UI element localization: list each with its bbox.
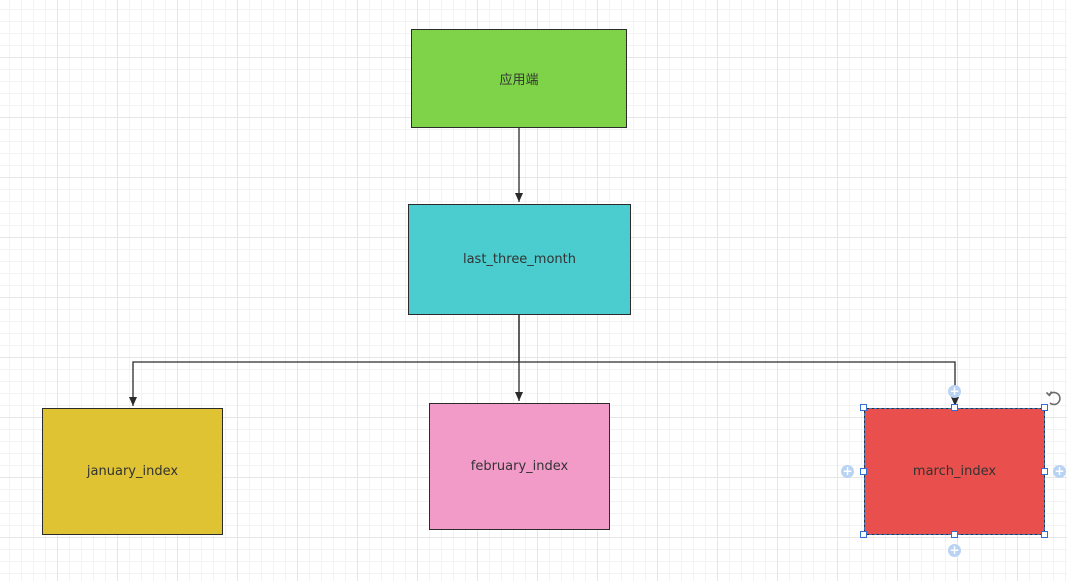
plus-circle-icon[interactable]: + <box>948 384 961 398</box>
node-january-index[interactable]: january_index <box>42 408 223 535</box>
edge-last-three-month-to-march[interactable] <box>519 361 959 406</box>
resize-handle-top[interactable] <box>951 404 958 411</box>
node-label-app-client: 应用端 <box>499 73 539 88</box>
plus-circle-icon[interactable]: + <box>841 464 854 478</box>
resize-handle-bottom-right[interactable] <box>1041 531 1048 538</box>
resize-handle-top-right[interactable] <box>1041 404 1048 411</box>
edge-last-three-month-to-january[interactable] <box>129 315 520 406</box>
rotate-icon[interactable] <box>1045 389 1063 407</box>
node-last-three-month[interactable]: last_three_month <box>408 204 631 315</box>
node-label-january-index: january_index <box>86 464 179 479</box>
resize-handle-bottom-left[interactable] <box>860 531 867 538</box>
resize-handle-top-left[interactable] <box>860 404 867 411</box>
node-app-client[interactable]: 应用端 <box>411 29 627 128</box>
plus-circle-icon[interactable]: + <box>948 543 961 557</box>
node-label-february-index: february_index <box>470 459 569 474</box>
node-february-index[interactable]: february_index <box>429 403 610 530</box>
resize-handle-left[interactable] <box>860 468 867 475</box>
resize-handle-right[interactable] <box>1041 468 1048 475</box>
plus-circle-icon[interactable]: + <box>1053 464 1066 478</box>
node-label-last-three-month: last_three_month <box>462 252 577 267</box>
resize-handle-bottom[interactable] <box>951 531 958 538</box>
node-label-march-index: march_index <box>912 464 997 479</box>
node-march-index[interactable]: march_index <box>864 408 1045 535</box>
